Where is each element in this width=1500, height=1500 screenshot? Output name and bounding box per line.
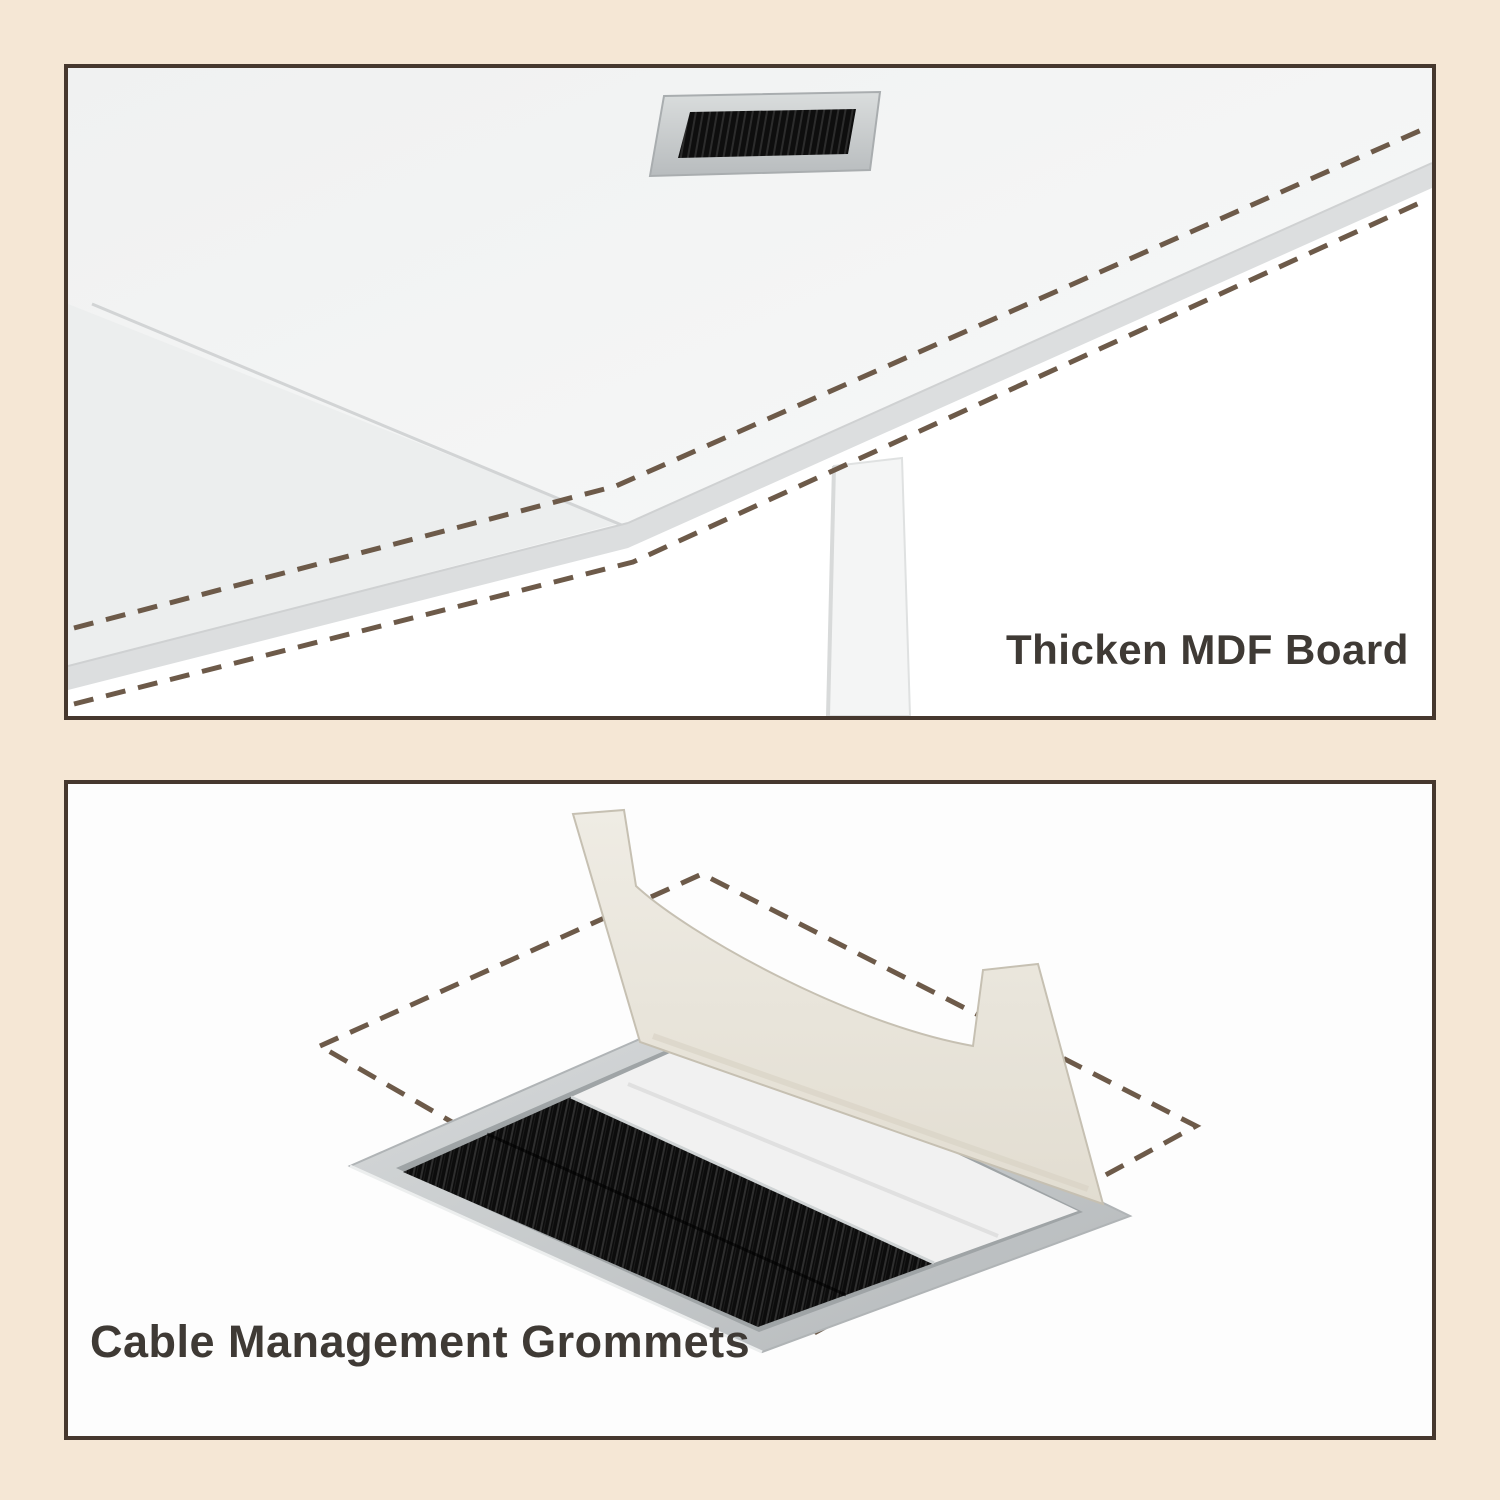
opening-reflection-streak [627,1082,999,1238]
desk-left-board [68,304,620,666]
brush-divider-rail [570,1095,935,1265]
desk-edge-line [627,162,1432,524]
brush-center-seam [486,1132,847,1297]
cable-grommet-open [347,808,1133,1354]
dashed-line-lower [73,197,1428,707]
grommet-lid-open [571,808,1105,1206]
desk-edge [68,163,1432,690]
desk-leg-shadow [826,465,836,716]
grommets-caption: Cable Management Grommets [90,1316,751,1367]
feature-panel-mdf-board: Thicken MDF Board [64,64,1436,720]
desk-edge-line [68,522,629,667]
cable-grommet-top-view [648,90,882,178]
grommet-rim-highlight [349,1164,763,1354]
grommet-opening [571,1036,1078,1263]
mdf-board-caption: Thicken MDF Board [1006,626,1409,673]
feature-panel-grommets: Cable Management Grommets [64,780,1436,1440]
desk-board-seam [91,302,625,528]
desk-leg [826,456,912,716]
grommet-photo [68,784,1432,1436]
mdf-board-photo [68,68,1432,716]
lid-bottom-shading [652,1033,1089,1192]
dashed-edge-highlight [73,125,1428,707]
grommet-brush-slot [678,109,856,158]
